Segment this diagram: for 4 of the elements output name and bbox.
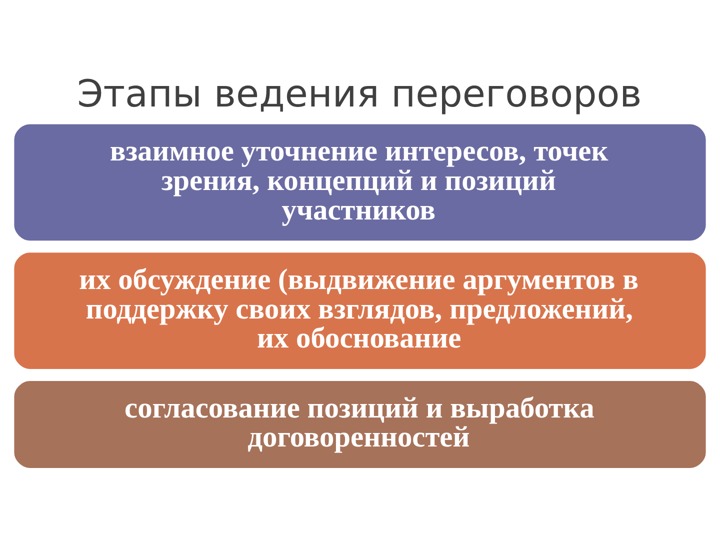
node-box: их обсуждение (выдвижение аргументов в поддержку своих взглядов, предложений, их обоснование	[12, 251, 708, 370]
node-box: согласование позиций и выработка договоренностей	[12, 380, 708, 470]
node-box: взаимное уточнение интересов, точек зрения, концепций и позиций участников	[12, 122, 708, 242]
diagram-title: Этапы ведения переговоров	[77, 72, 642, 116]
